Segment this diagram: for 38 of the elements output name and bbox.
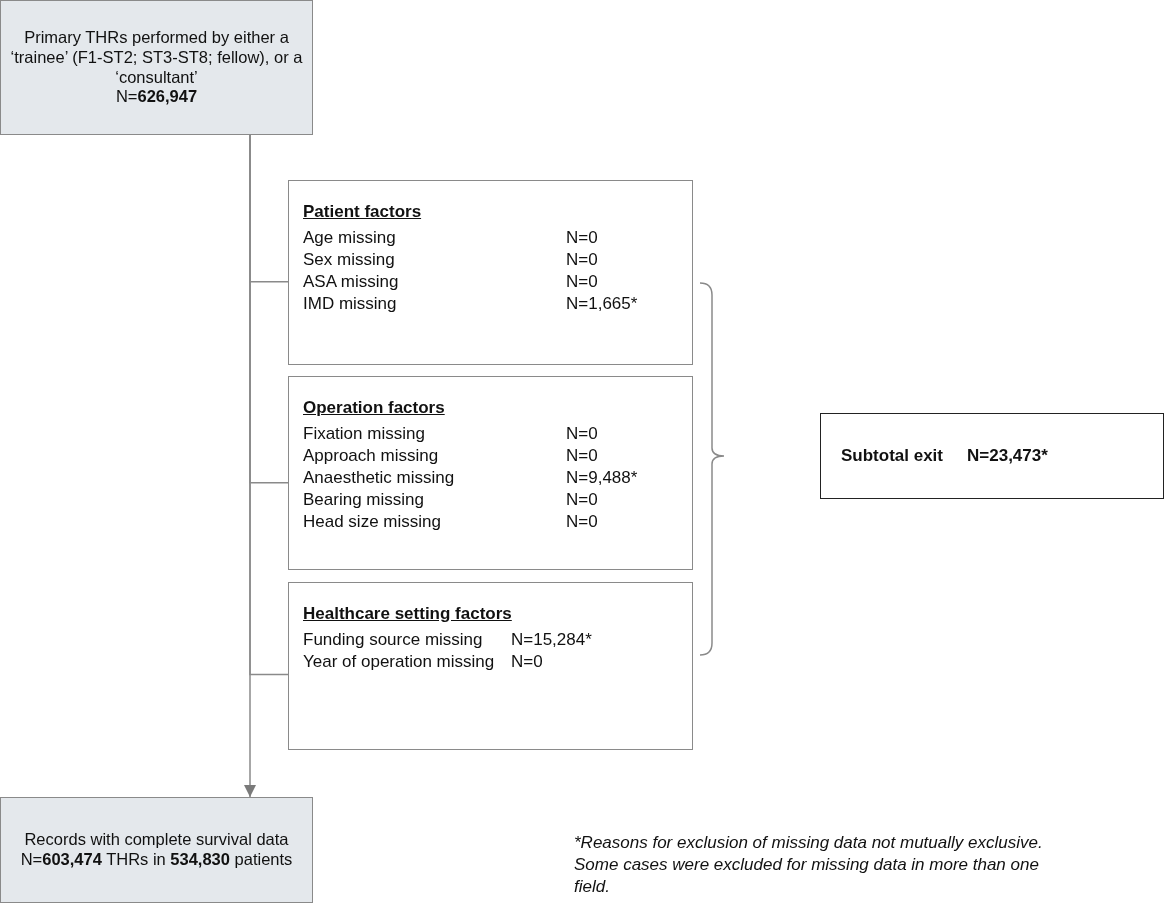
section-heading: Operation factors bbox=[303, 397, 445, 419]
process-box bbox=[0, 0, 313, 135]
count-value: N=0 bbox=[566, 445, 598, 467]
field-label: Fixation missing bbox=[303, 423, 425, 445]
count-value: N=0 bbox=[566, 511, 598, 533]
count-value: N=0 bbox=[566, 249, 598, 271]
count-value: N=0 bbox=[566, 423, 598, 445]
section-heading: Healthcare setting factors bbox=[303, 603, 512, 625]
process-box bbox=[0, 797, 313, 903]
count-value: N=0 bbox=[566, 489, 598, 511]
field-label: IMD missing bbox=[303, 293, 397, 315]
box-text: Primary THRs performed by either a ‘trainee’ (F1-ST2; ST3-ST8; fellow), or a ‘consultant’ bbox=[9, 27, 304, 88]
count-value: N=1,665* bbox=[566, 293, 638, 315]
count-text: N=603,474 THRs in 534,830 patients bbox=[20, 850, 293, 870]
field-label: Bearing missing bbox=[303, 489, 424, 511]
factor-box bbox=[288, 582, 693, 750]
section-heading: Patient factors bbox=[303, 201, 422, 223]
field-label: Age missing bbox=[303, 227, 396, 249]
count-value: N=0 bbox=[566, 227, 598, 249]
count-value: N=9,488* bbox=[566, 467, 638, 489]
box-text: Records with complete survival data bbox=[24, 830, 289, 850]
count-text: N=626,947 bbox=[115, 87, 198, 108]
footnote: *Reasons for exclusion of missing data not mutually exclusive. Some cases were excluded for missing data in more than one field. bbox=[574, 832, 1044, 898]
factor-box bbox=[288, 376, 693, 570]
field-label: Year of operation missing bbox=[303, 651, 495, 673]
box-text: Subtotal exit bbox=[841, 446, 943, 466]
field-label: ASA missing bbox=[303, 271, 399, 293]
factor-box bbox=[288, 180, 693, 365]
count-value: N=0 bbox=[511, 651, 543, 673]
field-label: Approach missing bbox=[303, 445, 439, 467]
field-label: Anaesthetic missing bbox=[303, 467, 455, 489]
count-text: N=23,473* bbox=[967, 446, 1048, 466]
count-value: N=0 bbox=[566, 271, 598, 293]
field-label: Funding source missing bbox=[303, 629, 483, 651]
field-label: Sex missing bbox=[303, 249, 395, 271]
exit-box bbox=[820, 413, 1164, 499]
field-label: Head size missing bbox=[303, 511, 441, 533]
count-value: N=15,284* bbox=[511, 629, 592, 651]
